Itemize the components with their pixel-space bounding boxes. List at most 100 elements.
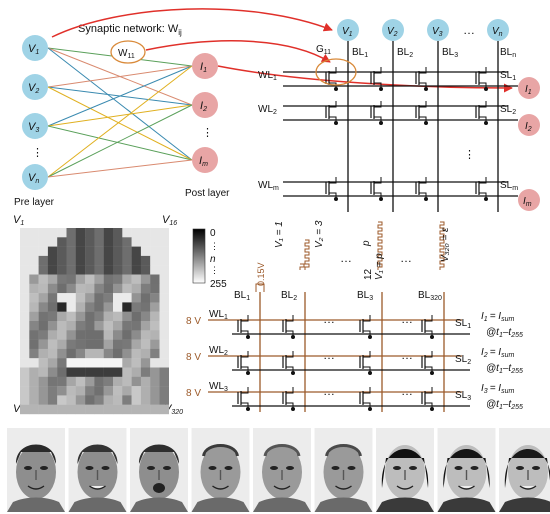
face-pixel — [85, 330, 95, 340]
face-pixel — [122, 339, 132, 350]
sl2-label: SL2 — [500, 104, 516, 116]
face-pixel — [85, 386, 95, 396]
cell-drain — [479, 67, 487, 74]
face-pixel — [159, 330, 169, 340]
face-pixel — [94, 386, 104, 396]
face-pixel — [20, 311, 30, 322]
face-pixel — [29, 358, 39, 368]
face-pixel — [57, 311, 67, 322]
synapse-line — [47, 65, 193, 127]
face-pixel — [103, 228, 114, 238]
c-row3-ellipsis-b: … — [401, 384, 413, 398]
face-hair — [381, 449, 429, 488]
face-pixel — [140, 330, 151, 340]
pre-layer-dots: ⋮ — [32, 147, 43, 159]
face-pixel — [159, 274, 169, 284]
c-wl1-label: WL1 — [209, 309, 228, 321]
face-pixel — [140, 293, 151, 303]
face-pixel — [113, 395, 123, 405]
face-pixel — [131, 321, 142, 331]
wl3-voltage: 8 V — [186, 388, 201, 399]
out-node-i2: I2 — [518, 114, 540, 136]
cell-dot — [484, 121, 488, 125]
face-pixel — [131, 265, 142, 275]
cell-dot — [430, 335, 434, 339]
face-mouth — [27, 485, 45, 490]
face-pixel — [122, 255, 132, 266]
synapse-line — [47, 125, 193, 161]
pulse-label-vp: V₁ = p — [374, 253, 385, 280]
cell-dot — [379, 197, 383, 201]
cell-drain — [241, 315, 249, 322]
face-pixel — [47, 311, 58, 322]
face-hair — [15, 444, 57, 464]
face-eye — [24, 466, 32, 470]
face-pixel — [66, 283, 76, 294]
face-pixel — [94, 302, 104, 312]
face-pixel — [85, 367, 95, 377]
cell-dot — [334, 121, 338, 125]
c-bl3-label: BL3 — [357, 290, 373, 302]
face-mouth — [273, 485, 291, 490]
col-node-v1: V1 — [337, 19, 359, 41]
face-pixel — [75, 228, 86, 238]
cell-dot — [246, 407, 250, 411]
svg-text:I2: I2 — [200, 100, 207, 113]
cell-dot — [291, 407, 295, 411]
face-pixel — [20, 395, 30, 405]
face-pixel — [57, 228, 67, 238]
face-eye — [40, 466, 48, 470]
cell-drain — [425, 351, 433, 358]
face-pixel — [159, 395, 169, 405]
face-pixel — [159, 311, 169, 322]
face-pixel — [85, 395, 95, 405]
face-pixel — [85, 255, 95, 266]
c-sl1-label: SL1 — [455, 318, 471, 330]
face-photo — [191, 428, 250, 512]
face-pixel — [103, 376, 114, 387]
face-pixel — [20, 404, 30, 415]
face-pixel — [20, 274, 30, 284]
face-pixel — [29, 255, 39, 266]
cell-dot — [430, 371, 434, 375]
face-pixel — [85, 302, 95, 312]
w11-ellipse — [110, 40, 146, 64]
face-pixel — [75, 246, 86, 257]
face-pixel — [159, 302, 169, 312]
face-pixel — [103, 404, 114, 415]
face-pixel — [94, 274, 104, 284]
face-pixel — [57, 274, 67, 284]
synaptic-arrow — [51, 8, 333, 38]
pulse-train — [439, 221, 445, 270]
face-pixel — [103, 302, 114, 312]
face-pixel — [38, 246, 49, 257]
face-pixel — [75, 395, 86, 405]
read-pulse — [255, 283, 265, 292]
face-photo — [68, 428, 127, 512]
face-pixel — [140, 404, 151, 415]
face-pixel — [57, 376, 67, 387]
face-pixel — [57, 237, 67, 247]
face-pixel — [47, 283, 58, 294]
cell-drain — [479, 101, 487, 108]
face-pixel — [57, 293, 67, 303]
synapse-line — [47, 65, 193, 88]
face-pixel — [38, 311, 49, 322]
cell-drain — [419, 67, 427, 74]
svg-text:Vn: Vn — [28, 172, 39, 185]
face-pixel — [75, 237, 86, 247]
face-pixel — [150, 274, 160, 284]
colorbar-dots-lower: ⋮ — [210, 265, 219, 275]
face-pixel — [29, 274, 39, 284]
w11-label: W11 — [118, 48, 135, 60]
svg-text:Vn: Vn — [492, 26, 503, 38]
face-pixel — [85, 404, 95, 415]
face-pixel — [131, 330, 142, 340]
face-photo — [376, 428, 434, 512]
face-pixel — [103, 255, 114, 266]
face-pixel — [75, 283, 86, 294]
synapse-line — [47, 104, 193, 127]
face-pixel — [94, 293, 104, 303]
face-pixel — [150, 348, 160, 359]
face-pixel — [66, 321, 76, 331]
